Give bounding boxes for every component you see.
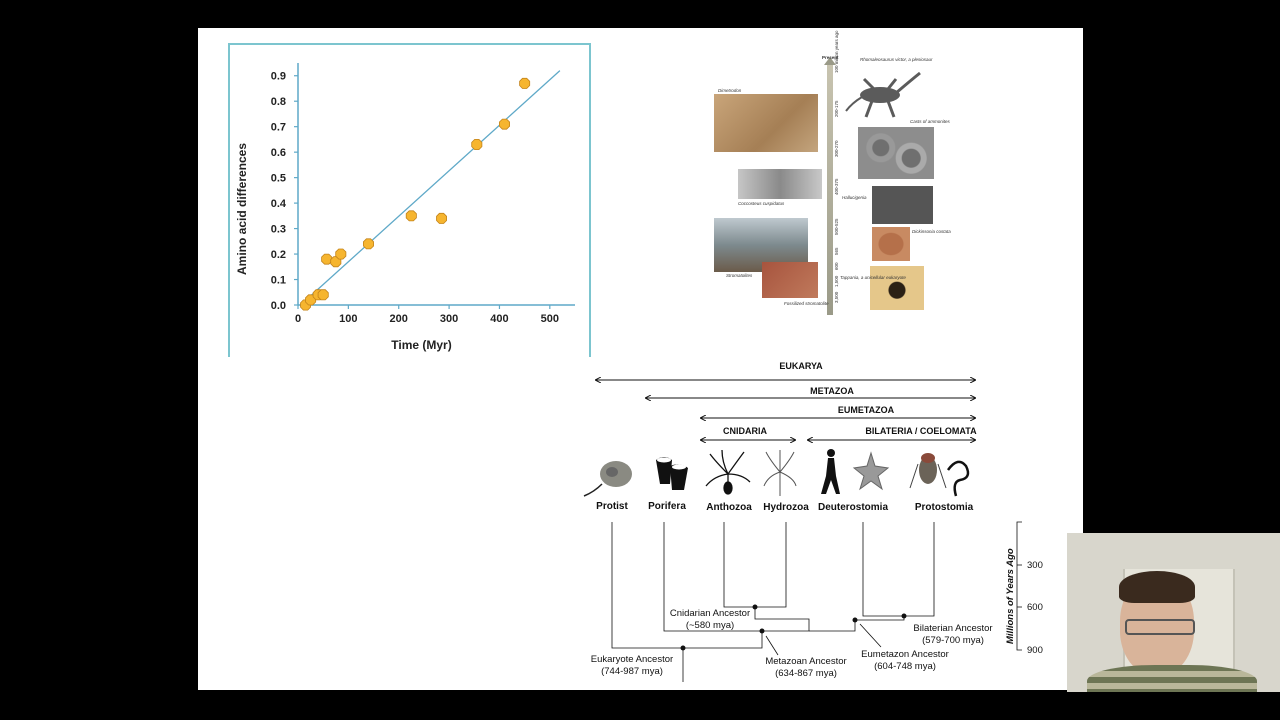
chart-svg: 0.0 0.1 0.2 0.3 0.4 0.5 0.6 0.7 0.8 0.9 0 100 200 300… xyxy=(230,45,589,357)
data-point xyxy=(336,249,346,259)
amino-acid-chart: 0.0 0.1 0.2 0.3 0.4 0.5 0.6 0.7 0.8 0.9 0 100 200 300… xyxy=(228,43,591,357)
data-point xyxy=(318,290,328,300)
y-tick-label: 0.4 xyxy=(271,198,287,210)
coccosteus-image xyxy=(738,169,822,199)
dickinsonia-image xyxy=(872,227,910,261)
caption-stromatolites: Stromatolites xyxy=(726,273,752,278)
caption-tappania: Tappania, a unicellular eukaryote xyxy=(840,275,906,280)
x-tick-label: 0 xyxy=(295,313,301,325)
hallucigenia-image xyxy=(872,186,933,224)
timeline-age-label: 1,500 xyxy=(834,276,839,287)
y-tick-label: 0.1 xyxy=(271,275,286,287)
data-point xyxy=(322,254,332,264)
data-point xyxy=(437,213,447,223)
x-tick-label: 400 xyxy=(490,313,508,325)
timeline-age-label: 500-525 xyxy=(834,218,839,235)
x-tick-label: 100 xyxy=(339,313,357,325)
timeline-age-label: 565 xyxy=(834,247,839,255)
webcam-person-shirt xyxy=(1087,665,1257,692)
y-axis-label: Amino acid differences xyxy=(235,143,249,275)
caption-dimetrodon: Dimetrodon xyxy=(718,88,741,93)
timeline-age-label: 3,500 xyxy=(834,292,839,303)
webcam-overlay xyxy=(1067,533,1280,692)
x-tick-label: 200 xyxy=(390,313,408,325)
webcam-person-glasses xyxy=(1125,619,1195,635)
data-point xyxy=(472,139,482,149)
timeline-age-label: 400-375 xyxy=(834,178,839,195)
caption-fossil-stromatolite: Fossilized stromatolite xyxy=(784,301,829,306)
timeline-age-label: 600 xyxy=(834,262,839,270)
x-axis-label: Time (Myr) xyxy=(391,338,451,352)
timeline-age-label: 300-270 xyxy=(834,140,839,157)
timeline-age-label: 200-175 xyxy=(834,100,839,117)
fossil-stromatolite-image xyxy=(762,262,818,298)
y-tick-label: 0.5 xyxy=(271,173,286,185)
data-point xyxy=(520,78,530,88)
data-point xyxy=(363,239,373,249)
caption-ammonites: Casts of ammonites xyxy=(910,119,950,124)
timeline-bar xyxy=(827,63,833,315)
y-tick-label: 0.7 xyxy=(271,122,286,134)
caption-hallucigenia: Hallucigenia xyxy=(842,195,867,200)
x-tick-label: 300 xyxy=(440,313,458,325)
tappania-image xyxy=(870,266,924,310)
caption-dickinsonia: Dickinsonia costata xyxy=(912,229,951,234)
data-point xyxy=(406,211,416,221)
caption-coccosteus: Coccosteus cuspidatus xyxy=(738,201,784,206)
caption-plesiosaur: Rhomaleosaurus victor, a plesiosaur xyxy=(860,57,933,62)
y-tick-label: 0.0 xyxy=(271,300,286,312)
y-tick-label: 0.8 xyxy=(271,96,286,108)
y-tick-label: 0.9 xyxy=(271,71,286,83)
y-tick-label: 0.6 xyxy=(271,147,286,159)
x-tick-label: 500 xyxy=(541,313,559,325)
y-tick-label: 0.3 xyxy=(271,224,286,236)
trend-line xyxy=(301,71,560,305)
timeline-age-label: 100 million years ago xyxy=(834,30,839,73)
fossil-timeline-figure: Present Rhomaleosaurus victor, a plesios… xyxy=(712,55,952,317)
y-tick-label: 0.2 xyxy=(271,249,286,261)
data-point xyxy=(499,119,509,129)
dimetrodon-image xyxy=(714,94,818,152)
plesiosaur-image xyxy=(844,63,924,123)
webcam-person-hair xyxy=(1119,571,1195,603)
ammonites-image xyxy=(858,127,934,179)
